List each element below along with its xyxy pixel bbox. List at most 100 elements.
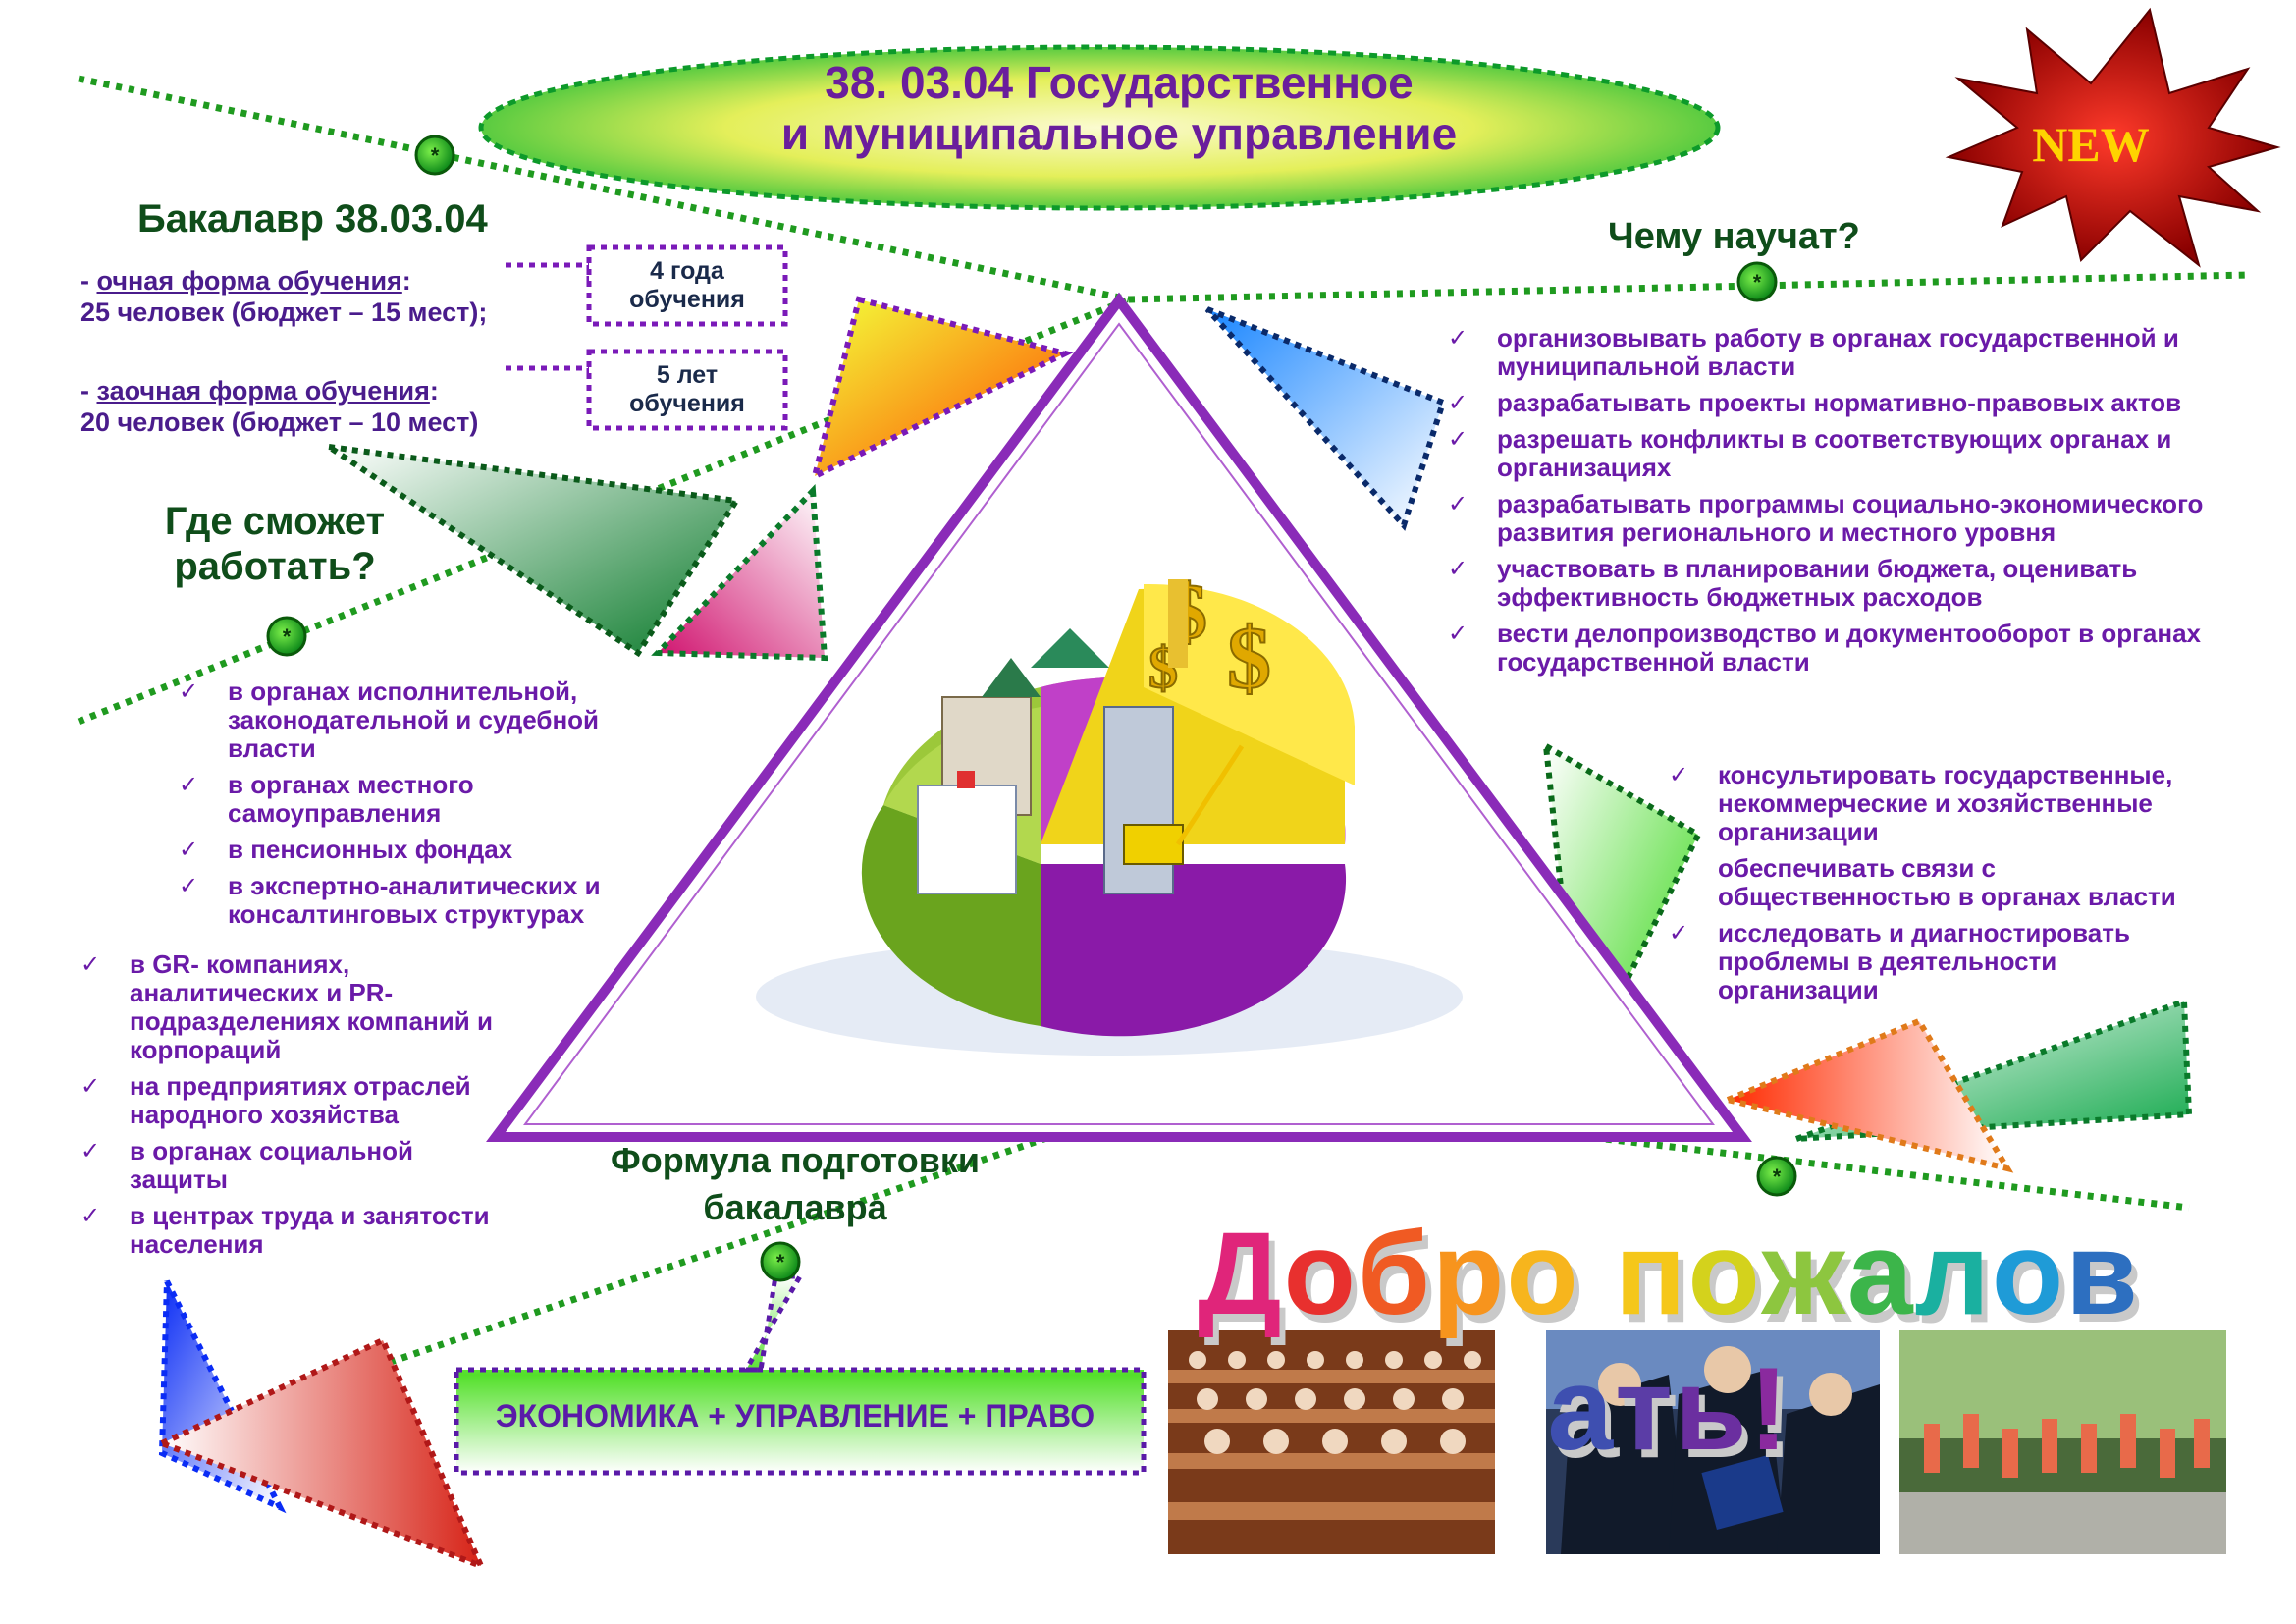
fulltime-prefix: - — [80, 266, 97, 296]
parttime-suffix: : — [429, 376, 439, 406]
check-icon: ✓ — [80, 1073, 101, 1100]
formula-title: Формула подготовки бакалавра — [550, 1137, 1041, 1231]
list-item-text: обеспечивать связи с общественностью в о… — [1718, 853, 2176, 911]
triangle-red — [1718, 1017, 2014, 1173]
welcome-letter: а — [1547, 1343, 1616, 1475]
list-item-text: в органах социальной защиты — [130, 1136, 413, 1194]
duration-box-fulltime-line1: 4 года — [650, 257, 724, 285]
welcome-letter: Д — [1198, 1208, 1284, 1339]
title-ellipse — [478, 44, 1721, 211]
list-item-text: в GR- компаниях, аналитических и PR-подр… — [130, 949, 493, 1064]
photo-strip — [1168, 1330, 2226, 1554]
fulltime-count: 25 человек (бюджет – 15 мест); — [80, 298, 488, 327]
list-item-text: в центрах труда и занятости населения — [130, 1201, 490, 1259]
welcome-letter: ь — [1674, 1343, 1749, 1475]
title-line-2: и муниципальное управление — [780, 108, 1458, 159]
parttime-count: 20 человек (бюджет – 10 мест) — [80, 407, 479, 437]
welcome-letter: р — [1432, 1208, 1507, 1339]
node-asterisk-icon: * — [430, 143, 440, 168]
check-icon: ✓ — [1448, 325, 1468, 352]
work-title-line1: Где сможет — [164, 500, 386, 543]
list-item: ✓ консультировать государственные, некомм… — [1669, 761, 2218, 846]
learn-title: Чему научат? — [1608, 216, 1860, 257]
new-badge: NEW — [2032, 117, 2150, 172]
formula-text: ЭКОНОМИКА + УПРАВЛЕНИЕ + ПРАВО — [495, 1398, 1095, 1434]
work-title-line2: работать? — [174, 545, 376, 588]
list-item: ✓ разрабатывать проекты нормативно-правов… — [1448, 389, 2233, 417]
triangle-darkgreen — [327, 444, 742, 658]
check-icon: ✓ — [1448, 426, 1468, 453]
list-item: ✓ на предприятиях отраслей народного хоз… — [80, 1072, 512, 1129]
list-item: ✓ в пенсионных фондах — [179, 836, 640, 864]
list-item-text: в экспертно-аналитических и консалтингов… — [228, 871, 601, 929]
welcome-letter: л — [1914, 1208, 1992, 1339]
page-title: 38. 03.04 Государственное и муниципально… — [609, 57, 1629, 159]
list-item: ✓ в органах исполнительной, законодательн… — [179, 677, 640, 763]
green-nodes — [266, 135, 1797, 1282]
list-item: ✓ в экспертно-аналитических и консалтинг… — [179, 872, 640, 929]
formula-title-line2: бакалавра — [703, 1187, 887, 1227]
fulltime-suffix: : — [401, 266, 411, 296]
title-line-1: 38. 03.04 Государственное — [825, 57, 1414, 108]
list-item: ✓организовывать работу в органах государ… — [1448, 324, 2233, 381]
work-list-1: ✓ в органах исполнительной, законодательн… — [179, 677, 640, 937]
list-item-text: вести делопроизводство и документооборот… — [1497, 619, 2202, 677]
list-item-text: в пенсионных фондах — [228, 835, 513, 864]
check-icon: ✓ — [179, 873, 199, 899]
duration-box-fulltime: 4 года обучения — [589, 257, 785, 314]
list-item-text: в органах исполнительной, законодательно… — [228, 677, 600, 763]
list-item: ✓ разрешать конфликты в соответствующих о… — [1448, 425, 2233, 482]
welcome-banner: Добро пожаловать! — [1188, 1206, 2150, 1477]
list-item-text: разрешать конфликты в соответствующих ор… — [1497, 424, 2172, 482]
city-pie-illustration: $ $ $ — [756, 568, 1463, 1056]
work-title: Где сможет работать? — [142, 499, 407, 589]
list-item-text: консультировать государственные, некомме… — [1718, 760, 2173, 846]
list-item-text: в органах местного самоуправления — [228, 770, 474, 828]
duration-box-parttime-line2: обучения — [629, 390, 745, 417]
fulltime-block: - очная форма обучения: 25 человек (бюдж… — [80, 265, 571, 328]
triangle-pink — [651, 484, 828, 662]
check-icon: ✓ — [1669, 920, 1689, 947]
list-item-text: на предприятиях отраслей народного хозяй… — [130, 1071, 471, 1129]
triangle-blue — [1204, 306, 1447, 531]
bachelor-title: Бакалавр 38.03.04 — [137, 197, 488, 241]
triangle-orange — [810, 296, 1074, 482]
check-icon: ✓ — [179, 837, 199, 863]
parttime-prefix: - — [80, 376, 97, 406]
list-item-text: разрабатывать проекты нормативно-правовы… — [1497, 388, 2182, 417]
parttime-link[interactable]: заочная форма обучения — [96, 376, 430, 406]
list-item: ✓ в органах социальной защиты — [80, 1137, 512, 1194]
check-icon: ✓ — [1448, 621, 1468, 647]
welcome-letter: о — [1991, 1208, 2066, 1339]
welcome-letter: в — [2065, 1208, 2140, 1339]
list-item: ✓исследовать и диагностировать проблемы … — [1669, 919, 2218, 1004]
welcome-letter: ! — [1748, 1343, 1790, 1475]
node-asterisk-icon: * — [282, 624, 292, 649]
list-item: ✓в органах местного самоуправления — [179, 771, 640, 828]
check-icon: ✓ — [179, 678, 199, 705]
new-star-burst — [1945, 7, 2281, 268]
check-icon: ✓ — [1448, 390, 1468, 416]
welcome-letter: б — [1357, 1208, 1432, 1339]
welcome-letter: о — [1506, 1208, 1580, 1339]
parttime-block: - заочная форма обучения: 20 человек (бю… — [80, 375, 571, 438]
check-icon: ✓ — [80, 951, 101, 978]
welcome-letter: о — [1283, 1208, 1358, 1339]
welcome-letter — [1580, 1206, 1615, 1341]
list-item: обеспечивать связи с общественностью в о… — [1669, 854, 2218, 911]
learn-list-1: ✓организовывать работу в органах государ… — [1448, 324, 2233, 684]
check-icon: ✓ — [1448, 491, 1468, 517]
fulltime-link[interactable]: очная форма обучения — [96, 266, 402, 296]
check-icon: ✓ — [1448, 556, 1468, 582]
check-icon: ✓ — [1669, 762, 1689, 788]
welcome-letter: а — [1846, 1208, 1915, 1339]
welcome-letter: о — [1687, 1208, 1762, 1339]
list-item: ✓ в GR- компаниях, аналитических и PR-под… — [80, 950, 512, 1064]
learn-list-2: ✓ консультировать государственные, некомм… — [1669, 761, 2218, 1012]
list-item: ✓участвовать в планировании бюджета, оце… — [1448, 555, 2233, 612]
welcome-letter: т — [1615, 1343, 1675, 1475]
formula-arrow — [454, 1273, 1147, 1476]
list-item: ✓разрабатывать программы социально-эконо… — [1448, 490, 2233, 547]
welcome-letter: п — [1614, 1208, 1688, 1339]
